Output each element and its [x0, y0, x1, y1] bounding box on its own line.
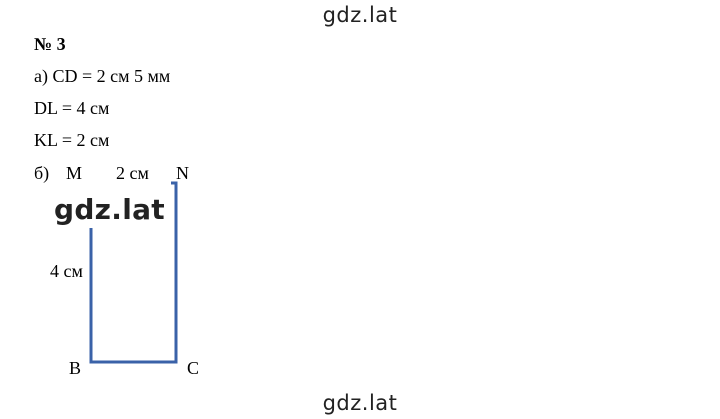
watermark-middle: gdz.lat [54, 193, 167, 226]
vertex-label-b: B [69, 358, 82, 378]
vertex-label-m: M [66, 163, 83, 183]
part-a-cd-line: а) CD = 2 см 5 мм [34, 66, 171, 86]
watermark-bottom: gdz.lat [322, 391, 398, 415]
side-mb-length-label: 4 см [50, 261, 83, 281]
part-b-marker: б) [34, 163, 50, 183]
part-a-kl-line: KL = 2 см [34, 130, 110, 150]
problem-heading: № 3 [34, 34, 66, 54]
part-a-dl-line: DL = 4 см [34, 98, 110, 118]
vertex-label-c: C [187, 358, 200, 378]
watermark-top: gdz.lat [322, 3, 398, 27]
vertex-label-n: N [176, 163, 189, 183]
side-mn-length-label: 2 см [116, 163, 149, 183]
